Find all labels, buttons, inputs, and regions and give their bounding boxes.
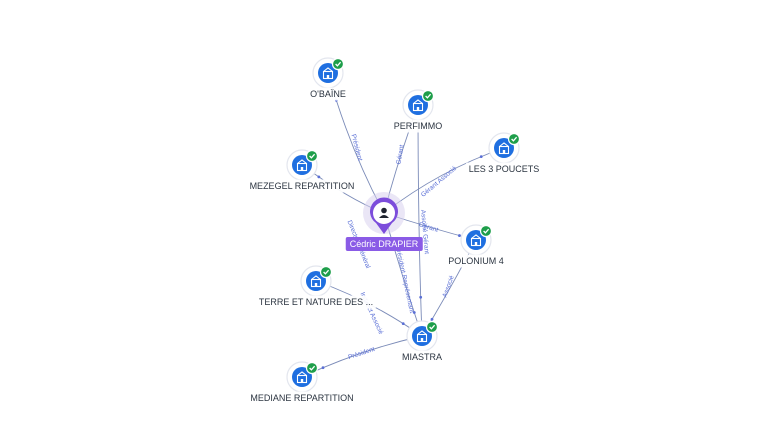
person-name: Cédric DRAPIER [350, 239, 419, 249]
building-icon [498, 142, 510, 155]
edge-label: Président Représentant [394, 246, 415, 314]
node-label-bg [246, 179, 358, 193]
node-label-group: TERRE ET NATURE DES ... [255, 295, 377, 309]
node-label-group: MEZEGEL REPARTITION [246, 179, 358, 193]
node-label-group: LES 3 POUCETS [465, 162, 543, 176]
node-label-bg [307, 87, 349, 101]
node-label-group: POLONIUM 4 [445, 254, 507, 268]
node-label-bg [445, 254, 507, 268]
company-node-obaine[interactable]: O'BAÏNE [307, 57, 349, 101]
verified-check-icon [331, 57, 345, 71]
company-node-mezegel[interactable]: MEZEGEL REPARTITION [246, 149, 358, 193]
person-icon [379, 207, 389, 218]
node-label: MEDIANE REPARTITION [250, 393, 353, 403]
building-icon [322, 67, 334, 80]
edge-label: Président [347, 346, 375, 361]
edge-arrow-icon [317, 175, 321, 179]
edge-arrow-icon [321, 366, 325, 370]
node-label: PERFIMMO [394, 121, 443, 131]
node-label-bg [390, 119, 446, 133]
person-label-bg [345, 237, 423, 251]
edge-arrow-icon [479, 155, 483, 159]
edge-label: Président [350, 133, 364, 162]
edge-label: Gérant [395, 144, 405, 165]
company-node-polonium4[interactable]: POLONIUM 4 [445, 224, 507, 268]
company-node-les3poucets[interactable]: LES 3 POUCETS [465, 132, 543, 176]
person-label-group: Cédric DRAPIER [345, 237, 423, 251]
verified-check-icon [507, 132, 521, 146]
company-node-mediane[interactable]: MEDIANE REPARTITION [247, 361, 357, 405]
edge-arrow-icon [412, 311, 416, 314]
building-icon [470, 234, 482, 247]
edge-arrow-icon [401, 322, 405, 325]
edge-label: Gérant Associé [420, 165, 459, 199]
verified-check-icon [425, 320, 439, 334]
node-label-bg [398, 350, 446, 364]
node-label: MEZEGEL REPARTITION [250, 181, 355, 191]
edge-arrow-icon [430, 317, 434, 321]
node-label: POLONIUM 4 [448, 256, 504, 266]
node-label: MIASTRA [402, 352, 442, 362]
company-node-terre[interactable]: TERRE ET NATURE DES ... [255, 265, 377, 309]
edge-label: Associé Gérant [419, 209, 430, 254]
building-icon [310, 275, 322, 288]
node-label-bg [247, 391, 357, 405]
node-label-group: PERFIMMO [390, 119, 446, 133]
node-label-bg [255, 295, 377, 309]
edge-perf-miastra: Associé Gérant [417, 104, 430, 337]
edge-line [417, 104, 423, 337]
verified-check-icon [479, 224, 493, 238]
building-icon [296, 159, 308, 172]
verified-check-icon [421, 89, 435, 103]
verified-check-icon [305, 361, 319, 375]
node-label-group: O'BAÏNE [307, 87, 349, 101]
building-icon [416, 330, 428, 343]
edge-label: Associé [441, 274, 455, 298]
person-node-center[interactable]: Cédric DRAPIER [345, 192, 423, 251]
company-node-perfimmo[interactable]: PERFIMMO [390, 89, 446, 133]
node-label-bg [465, 162, 543, 176]
edge-arrow-icon [419, 295, 423, 299]
node-label: O'BAÏNE [310, 89, 346, 99]
verified-check-icon [319, 265, 333, 279]
node-label-group: MEDIANE REPARTITION [247, 391, 357, 405]
nodes-layer: O'BAÏNE PERFIMMO LES 3 POUCETS MEZEGEL REPA… [246, 57, 543, 405]
building-icon [412, 99, 424, 112]
node-label: TERRE ET NATURE DES ... [259, 297, 373, 307]
company-node-miastra[interactable]: MIASTRA [398, 320, 446, 364]
edge-arrow-icon [458, 234, 461, 237]
node-label: LES 3 POUCETS [469, 164, 540, 174]
node-label-group: MIASTRA [398, 350, 446, 364]
verified-check-icon [305, 149, 319, 163]
building-icon [296, 371, 308, 384]
